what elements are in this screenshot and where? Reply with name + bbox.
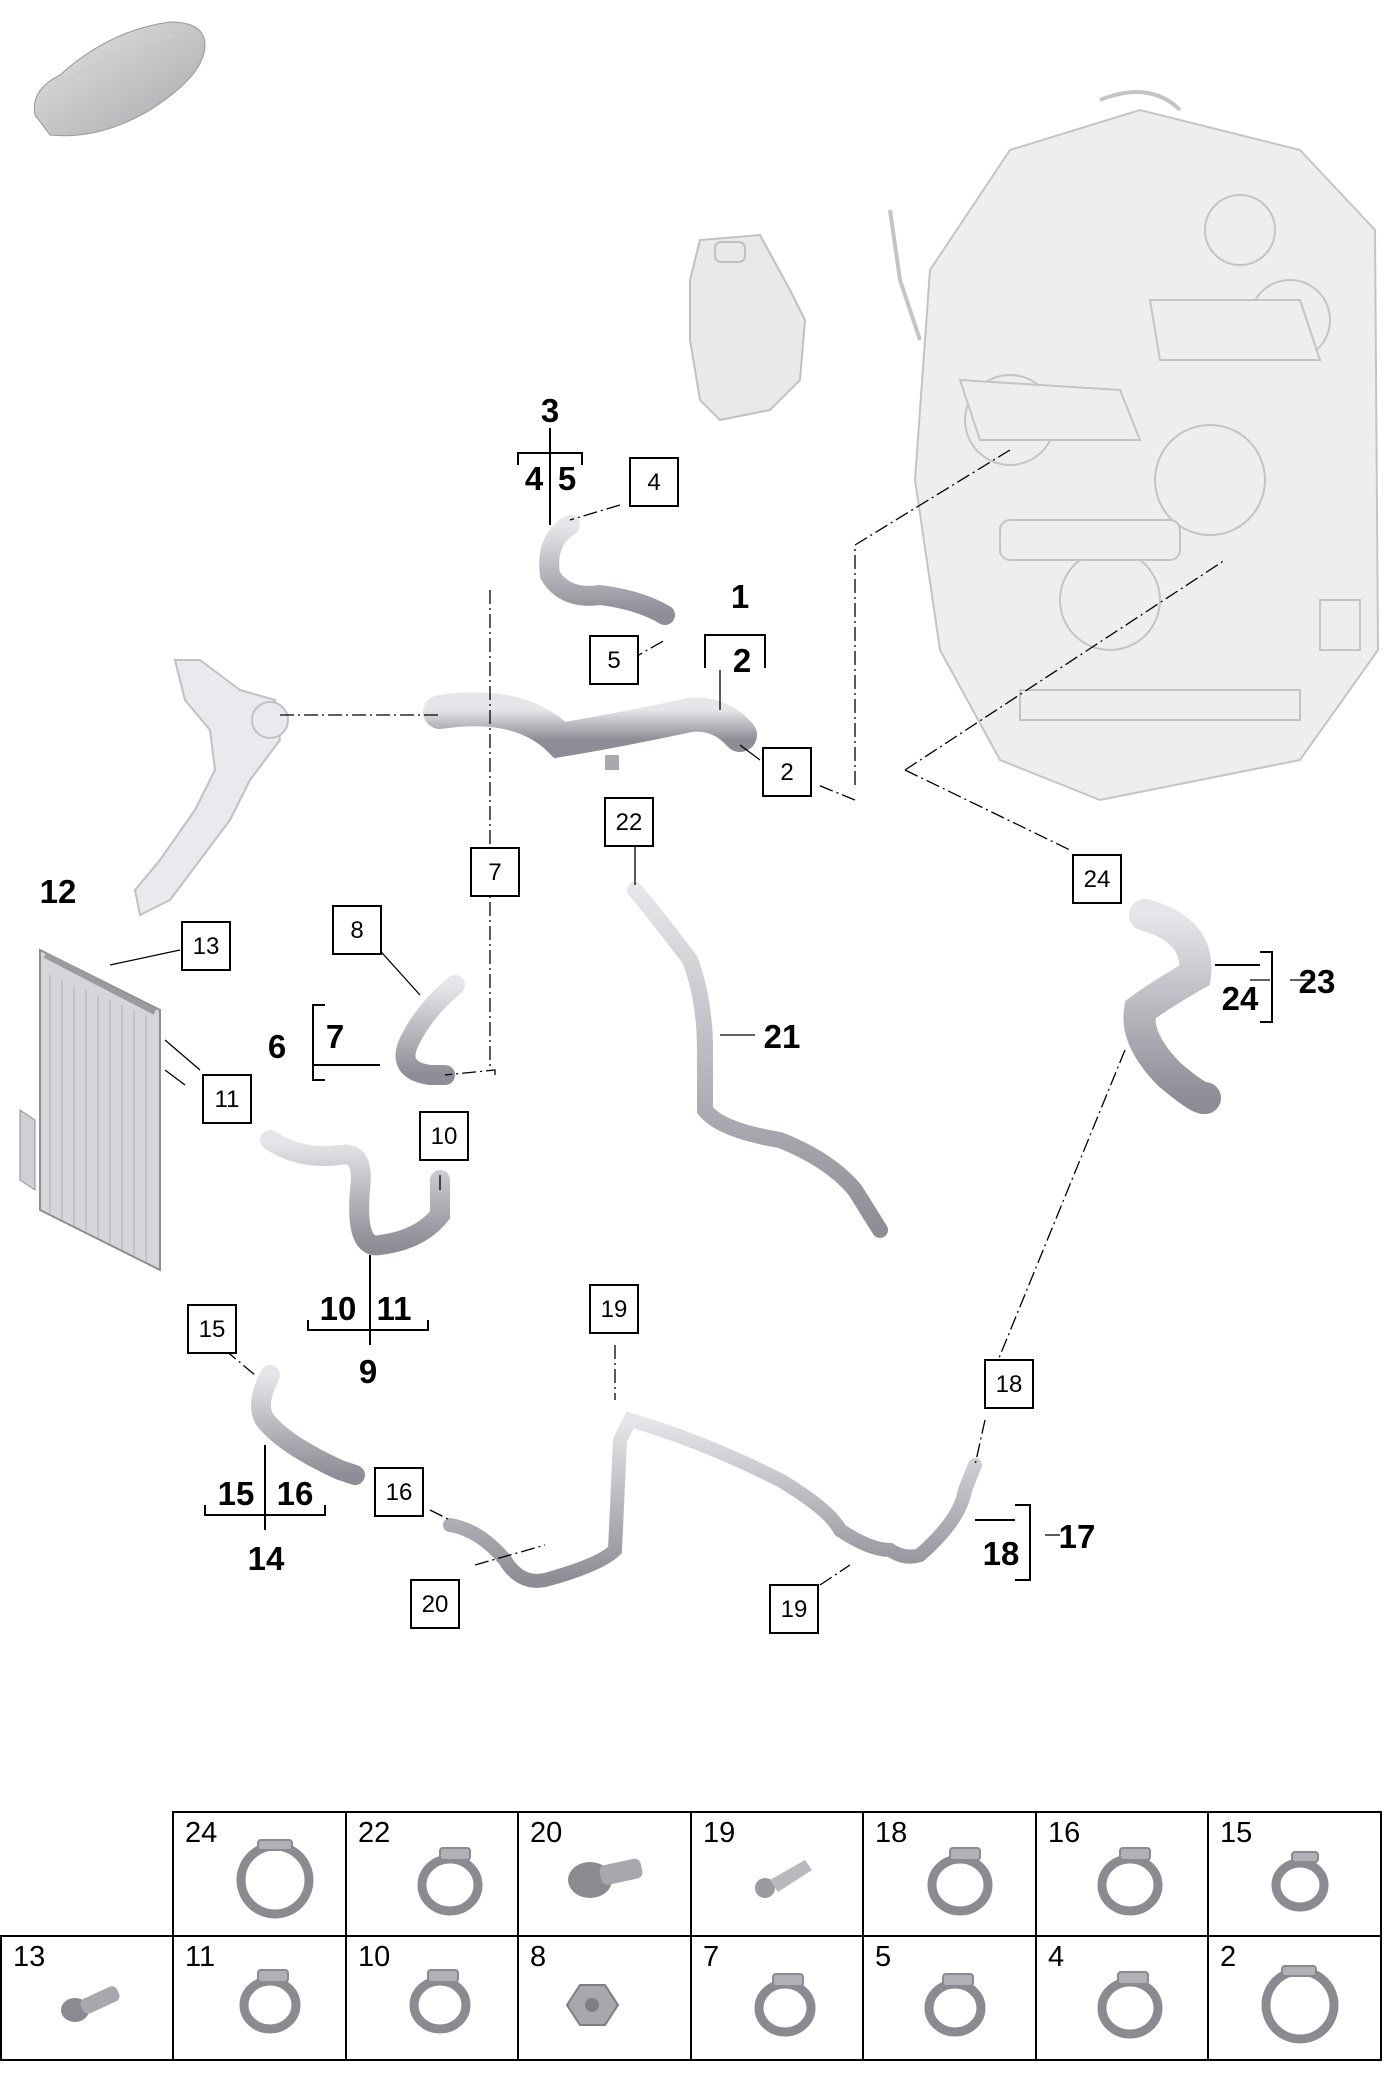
box-16: 16 [386,1479,413,1506]
thermostat-housing [133,659,289,917]
hose-6 [395,975,465,1085]
vehicle-thumbnail [33,21,206,137]
bracket-group-1 [704,634,766,668]
callout-11: 11 [377,1290,412,1327]
callout-21: 21 [764,1018,801,1055]
callout-2: 2 [733,642,751,679]
box-20: 20 [422,1591,449,1618]
table-cell-4: 4 [1048,1941,1064,1973]
hose-21 [627,882,888,1238]
callout-1: 1 [731,578,749,615]
table-cell-24: 24 [185,1817,217,1849]
pipe-17 [443,1411,982,1588]
clamp-icon [417,1854,483,1916]
leader-lines [224,449,1226,1586]
callout-3: 3 [541,392,559,429]
box-18: 18 [996,1371,1023,1398]
box-10: 10 [431,1123,458,1150]
callout-6: 6 [268,1028,286,1065]
bracket-group-17 [975,1504,1031,1581]
table-cell-10: 10 [358,1941,390,1973]
box-4: 4 [647,469,660,496]
clamp-icon [924,1979,986,2037]
box-11: 11 [215,1086,240,1113]
table-cell-15: 15 [1220,1817,1252,1849]
hose-14 [251,1365,365,1485]
table-cell-13: 13 [13,1941,45,1973]
callout-16: 16 [277,1475,314,1512]
hose-3 [539,515,675,625]
radiator [19,948,161,1272]
box-8: 8 [350,917,363,944]
clamp-icon [754,1979,816,2037]
clamp-icon [1097,1977,1163,2039]
box-2: 2 [780,759,793,786]
boxed-labels: 4 5 2 22 7 24 8 13 11 10 19 15 18 16 20 … [181,457,1122,1634]
solid-leaders [109,670,1315,1536]
table-cell-5: 5 [875,1941,891,1973]
clamp-icon [239,1976,301,2034]
engine-illustration [888,90,1380,802]
table-cell-7: 7 [703,1941,719,1973]
callout-18: 18 [983,1535,1020,1572]
table-cell-8: 8 [530,1941,546,1973]
box-5: 5 [607,647,620,674]
table-cell-16: 16 [1048,1817,1080,1849]
clamp-icon [1097,1854,1163,1916]
table-cell-18: 18 [875,1817,907,1849]
bracket-group-6 [312,1004,380,1081]
callout-14: 14 [248,1540,285,1577]
callout-23: 23 [1299,963,1336,1000]
callout-5: 5 [558,460,576,497]
callout-10: 10 [320,1290,357,1327]
table-cell-20: 20 [530,1817,562,1849]
clamp-icon [409,1976,471,2034]
hose-upper-main [423,692,757,759]
nut-icon [565,1984,620,2026]
callout-15: 15 [218,1475,255,1512]
callout-7: 7 [326,1018,344,1055]
hose-9 [260,1130,450,1256]
callout-12: 12 [40,873,77,910]
bracket-group-14 [204,1445,326,1530]
box-24: 24 [1084,866,1111,893]
bracket-group-23 [1215,951,1273,1023]
expansion-tank [689,233,807,422]
parts-table: 24 22 20 19 18 16 15 13 11 10 8 7 5 4 2 [0,1811,1382,2061]
clamp-icon [1261,1966,1339,2044]
callout-24: 24 [1222,980,1259,1017]
table-cell-11: 11 [185,1941,215,1973]
clamp-icon [1271,1858,1329,1912]
bolt-icon [568,1858,643,1898]
box-15: 15 [199,1316,226,1343]
clamp-icon [927,1854,993,1916]
bolt-icon [61,1986,120,2022]
table-cell-19: 19 [703,1817,735,1849]
callout-17: 17 [1059,1518,1096,1555]
box-19-bottom: 19 [781,1596,808,1623]
box-22: 22 [616,809,643,836]
box-19-top: 19 [601,1296,628,1323]
table-cell-22: 22 [358,1817,390,1849]
callout-9: 9 [359,1353,377,1390]
clip-icon [755,1860,812,1898]
callout-4: 4 [525,460,544,497]
table-cell-2: 2 [1220,1941,1236,1973]
box-7: 7 [488,859,501,886]
bracket-group-9 [307,1255,429,1345]
clamp-icon [236,1841,314,1919]
bracket-group-3 [517,428,583,525]
hose-23 [1123,899,1221,1115]
box-13: 13 [193,933,220,960]
